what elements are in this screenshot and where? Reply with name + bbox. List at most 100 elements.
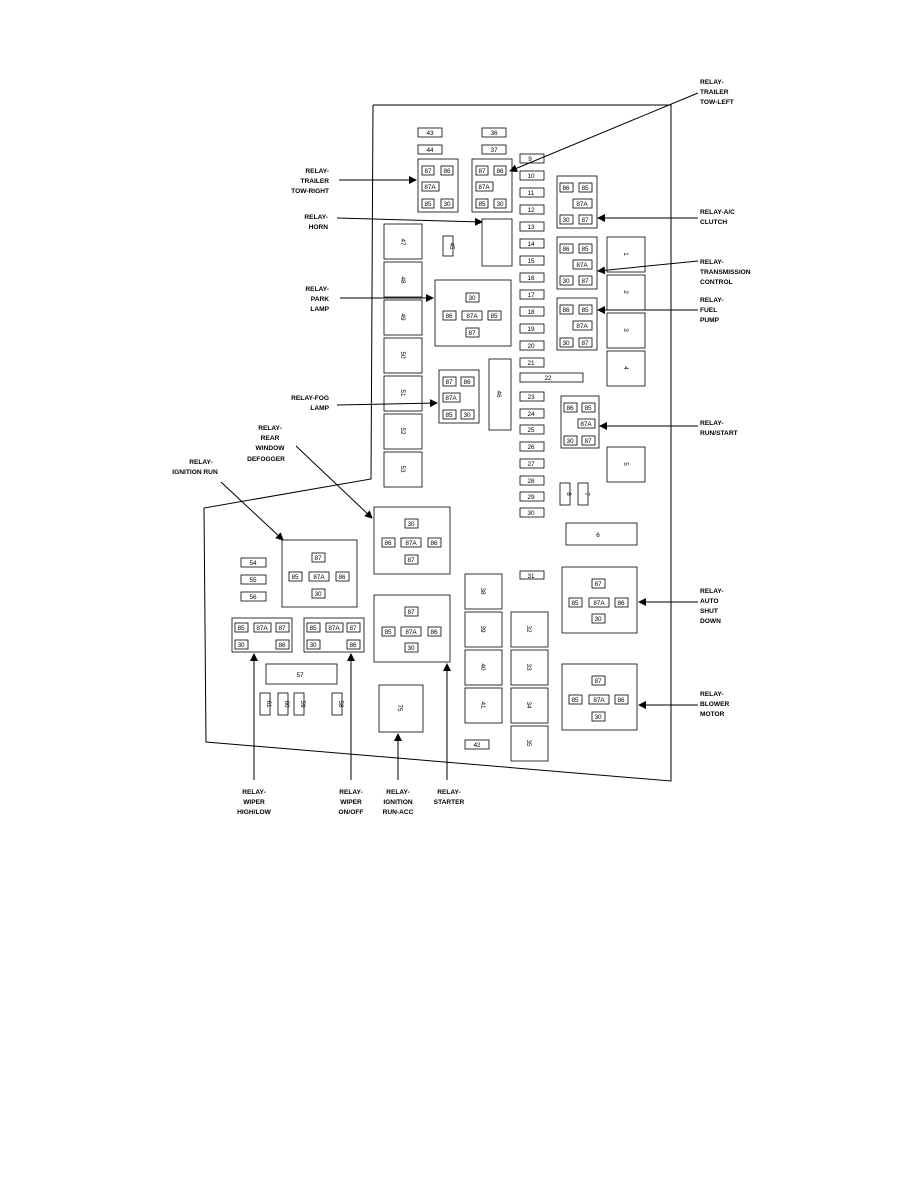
relay-wiper-on-off: 85 87A 87 30 86 bbox=[303, 617, 365, 653]
label-ignition-run: RELAY- IGNITION RUN bbox=[172, 459, 218, 476]
svg-text:56: 56 bbox=[249, 594, 257, 601]
svg-text:RELAY-: RELAY- bbox=[304, 214, 328, 221]
fuse-60: 60 bbox=[277, 692, 290, 716]
svg-text:43: 43 bbox=[426, 130, 434, 137]
fuse-15: 15 bbox=[519, 255, 545, 266]
svg-text:CONTROL: CONTROL bbox=[700, 279, 733, 286]
svg-text:BLOWER: BLOWER bbox=[700, 701, 730, 708]
svg-text:RELAY-: RELAY- bbox=[700, 79, 724, 86]
relay-ac-clutch: 86 85 87A 30 87 bbox=[556, 175, 598, 229]
label-starter: RELAY- STARTER bbox=[434, 789, 465, 806]
fuse-11: 11 bbox=[519, 187, 545, 198]
fuse-13: 13 bbox=[519, 221, 545, 232]
relay-run-start: 86 85 87A 30 87 bbox=[560, 395, 600, 449]
svg-text:86: 86 bbox=[384, 540, 392, 547]
svg-text:TOW-LEFT: TOW-LEFT bbox=[700, 99, 734, 106]
fuse-49: 49 bbox=[383, 299, 423, 336]
relay-fuel-pump: 86 85 87A 30 87 bbox=[556, 297, 598, 351]
fuse-column-9-30: 9 10 11 12 13 14 15 16 17 18 19 20 21 22… bbox=[519, 153, 584, 518]
fuse-46: 46 bbox=[488, 358, 512, 431]
svg-text:30: 30 bbox=[496, 201, 504, 208]
svg-text:33: 33 bbox=[525, 663, 532, 671]
fuse-18: 18 bbox=[519, 306, 545, 317]
fuse-12: 12 bbox=[519, 204, 545, 215]
relay-auto-shut-down: 87 85 87A 86 30 bbox=[561, 566, 638, 634]
svg-text:27: 27 bbox=[527, 461, 535, 468]
svg-text:RELAY-: RELAY- bbox=[305, 286, 329, 293]
fuse-55: 55 bbox=[240, 574, 267, 585]
label-transmission-control: RELAY- TRANSMISSION CONTROL bbox=[700, 259, 751, 286]
svg-text:30: 30 bbox=[407, 645, 415, 652]
svg-text:2: 2 bbox=[622, 290, 629, 294]
fuse-37: 37 bbox=[481, 144, 507, 155]
fuse-3: 3 bbox=[606, 312, 646, 349]
svg-text:28: 28 bbox=[527, 478, 535, 485]
svg-text:23: 23 bbox=[527, 394, 535, 401]
svg-text:30: 30 bbox=[443, 201, 451, 208]
svg-text:31: 31 bbox=[527, 573, 535, 580]
svg-text:87: 87 bbox=[581, 340, 589, 347]
svg-text:87: 87 bbox=[581, 217, 589, 224]
svg-text:13: 13 bbox=[527, 224, 535, 231]
svg-text:5: 5 bbox=[622, 462, 629, 466]
svg-text:TRAILER: TRAILER bbox=[300, 178, 329, 185]
svg-text:55: 55 bbox=[249, 577, 257, 584]
fuse-23: 23 bbox=[519, 391, 545, 402]
svg-text:85: 85 bbox=[581, 307, 589, 314]
svg-text:TRAILER: TRAILER bbox=[700, 89, 729, 96]
svg-text:87A: 87A bbox=[313, 574, 325, 581]
fuse-59: 59 bbox=[293, 692, 306, 716]
svg-text:87A: 87A bbox=[405, 540, 417, 547]
svg-text:AUTO: AUTO bbox=[700, 598, 719, 605]
svg-text:85: 85 bbox=[309, 625, 317, 632]
svg-text:RELAY-: RELAY- bbox=[339, 789, 363, 796]
svg-text:RELAY-: RELAY- bbox=[700, 259, 724, 266]
relay-transmission-control: 86 85 87A 30 87 bbox=[556, 236, 598, 290]
relay-wiper-high-low: 85 87A 87 30 86 bbox=[231, 617, 293, 653]
relay-rear-window-defogger: 30 86 87A 86 87 bbox=[373, 506, 451, 575]
svg-text:STARTER: STARTER bbox=[434, 799, 465, 806]
svg-text:RELAY-FOG: RELAY-FOG bbox=[291, 395, 329, 402]
fuse-6: 6 bbox=[565, 522, 638, 546]
svg-text:87A: 87A bbox=[405, 629, 417, 636]
svg-text:87A: 87A bbox=[593, 697, 605, 704]
svg-text:20: 20 bbox=[527, 343, 535, 350]
relay-trailer-tow-right: 87 86 87A 85 30 bbox=[417, 158, 459, 213]
svg-text:86: 86 bbox=[566, 405, 574, 412]
label-ignition-run-acc: RELAY- IGNITION RUN-ACC bbox=[383, 789, 414, 816]
svg-text:REAR: REAR bbox=[261, 435, 280, 442]
svg-text:59: 59 bbox=[299, 700, 306, 708]
svg-text:86: 86 bbox=[278, 642, 286, 649]
svg-text:29: 29 bbox=[527, 494, 535, 501]
svg-text:85: 85 bbox=[571, 697, 579, 704]
fuse-43: 43 bbox=[417, 127, 443, 138]
svg-text:9: 9 bbox=[528, 156, 532, 163]
svg-text:WIPER: WIPER bbox=[243, 799, 265, 806]
fuse-17: 17 bbox=[519, 289, 545, 300]
svg-text:87: 87 bbox=[581, 278, 589, 285]
fuse-58: 58 bbox=[331, 692, 344, 716]
svg-text:30: 30 bbox=[309, 642, 317, 649]
svg-text:RELAY-: RELAY- bbox=[700, 297, 724, 304]
svg-text:87A: 87A bbox=[576, 323, 588, 330]
fuse-21: 21 bbox=[519, 357, 545, 368]
relay-blower-motor: 87 85 87A 86 30 bbox=[561, 663, 638, 731]
svg-text:57: 57 bbox=[296, 672, 304, 679]
fuse-44: 44 bbox=[417, 144, 443, 155]
fuse-16: 16 bbox=[519, 272, 545, 283]
svg-text:85: 85 bbox=[445, 412, 453, 419]
svg-text:86: 86 bbox=[617, 600, 625, 607]
svg-text:87A: 87A bbox=[580, 421, 592, 428]
fuse-20: 20 bbox=[519, 340, 545, 351]
label-fuel-pump: RELAY- FUEL PUMP bbox=[700, 297, 724, 324]
svg-text:TOW-RIGHT: TOW-RIGHT bbox=[291, 188, 329, 195]
svg-text:30: 30 bbox=[566, 438, 574, 445]
svg-text:15: 15 bbox=[527, 258, 535, 265]
svg-text:87: 87 bbox=[478, 168, 486, 175]
svg-text:30: 30 bbox=[527, 510, 535, 517]
svg-text:RELAY-: RELAY- bbox=[386, 789, 410, 796]
fuse-9: 9 bbox=[519, 153, 545, 164]
fuse-48: 48 bbox=[383, 261, 423, 298]
svg-text:86: 86 bbox=[496, 168, 504, 175]
fuse-53: 53 bbox=[383, 451, 423, 488]
